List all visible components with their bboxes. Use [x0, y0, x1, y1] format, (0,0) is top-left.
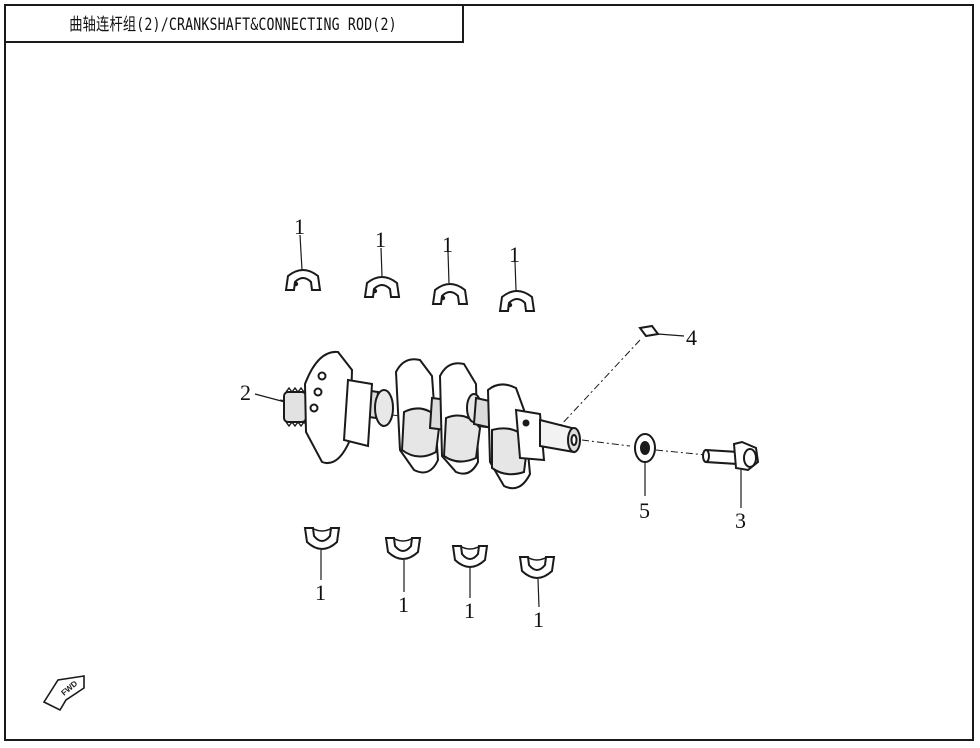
callout-1-upper-c: 1: [442, 232, 453, 257]
lower-bearing-shell-3: [452, 545, 488, 598]
upper-bearing-shell-3: [432, 251, 468, 305]
callout-4-key: 4: [686, 325, 697, 350]
upper-bearing-shell-2: [364, 247, 400, 298]
callout-1-upper-b: 1: [375, 227, 386, 252]
lower-bearing-shell-1: [304, 527, 340, 580]
callout-1-lower-c: 1: [464, 598, 475, 623]
callout-1-upper-d: 1: [509, 242, 520, 267]
title-box: 曲轴连杆组(2)/CRANKSHAFT&CONNECTING ROD(2): [4, 4, 464, 43]
key: [559, 324, 685, 427]
lower-bearing-shell-2: [385, 537, 421, 592]
lower-bearing-shell-4: [519, 556, 555, 608]
washer: [581, 433, 656, 496]
upper-bearing-shell-4: [499, 261, 535, 312]
callout-2-crankshaft: 2: [240, 380, 251, 405]
upper-bearing-shell-1: [285, 234, 321, 291]
diagram-title: 曲轴连杆组(2)/CRANKSHAFT&CONNECTING ROD(2): [69, 15, 397, 35]
callout-1-lower-d: 1: [533, 607, 544, 632]
callout-1-lower-b: 1: [398, 592, 409, 617]
callout-1-upper-a: 1: [294, 214, 305, 239]
drawing-frame: [4, 4, 974, 741]
bolt: [655, 440, 760, 508]
crankshaft: [254, 350, 581, 490]
callout-1-lower-a: 1: [315, 580, 326, 605]
callout-3-bolt: 3: [735, 508, 746, 533]
callout-5-washer: 5: [639, 498, 650, 523]
fwd-arrow-icon: FWD: [42, 675, 85, 712]
